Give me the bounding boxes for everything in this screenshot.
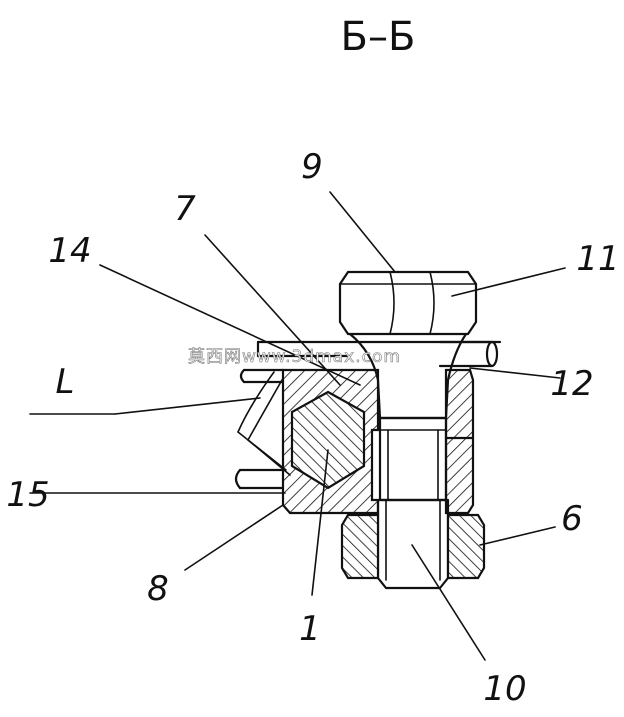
- leader-lines: [29, 191, 566, 661]
- label-12: 12: [550, 364, 593, 404]
- label-9: 9: [301, 147, 323, 187]
- lock-nut-6: [340, 513, 486, 580]
- dimension-marks: [237, 371, 291, 476]
- label-10: 10: [483, 669, 526, 709]
- label-7: 7: [174, 189, 196, 229]
- pin-15: [234, 368, 285, 490]
- watermark-text: 莫西网www.3dmax.com: [188, 347, 401, 367]
- label-8: 8: [147, 569, 169, 609]
- bolt-head-11: [338, 270, 478, 336]
- rod-12: [438, 340, 499, 368]
- label-L: L: [56, 362, 75, 402]
- label-14: 14: [48, 231, 91, 271]
- section-title: Б–Б: [341, 14, 416, 60]
- label-6: 6: [561, 499, 583, 539]
- label-1: 1: [299, 609, 321, 649]
- hex-nut-1: [290, 390, 366, 490]
- label-15: 15: [6, 475, 49, 515]
- label-11: 11: [576, 239, 619, 279]
